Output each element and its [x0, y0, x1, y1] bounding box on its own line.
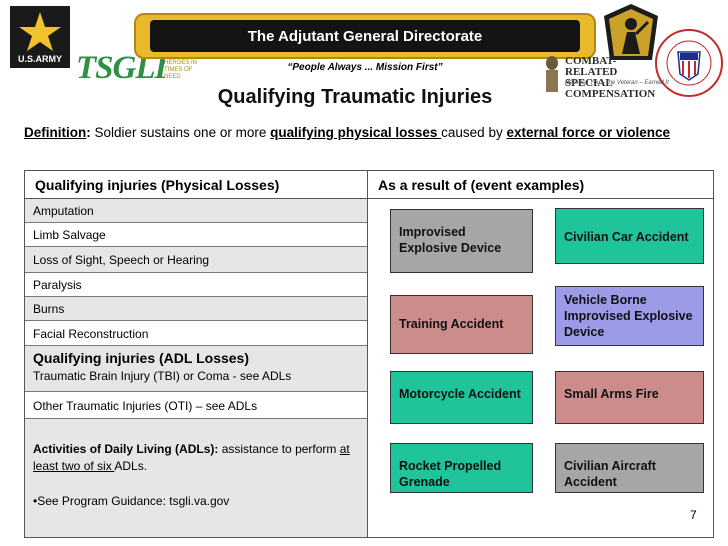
adl-note: Activities of Daily Living (ADLs): assis…	[33, 441, 367, 475]
soldier-shield-logo	[600, 2, 662, 64]
adl-losses-header: Qualifying injuries (ADL Losses)	[33, 350, 250, 366]
definition-text: Definition: Soldier sustains one or more…	[24, 123, 714, 143]
event-vbied: Vehicle Borne Improvised Explosive Devic…	[555, 286, 704, 346]
event-small-arms-fire: Small Arms Fire	[555, 371, 704, 424]
adl-note-block: Activities of Daily Living (ADLs): assis…	[25, 419, 367, 537]
adjutant-general-seal	[654, 20, 724, 106]
definition-part-2: caused by	[441, 125, 507, 140]
adl-note-emphasis: at least two of six	[33, 442, 350, 473]
physical-loss-row: Limb Salvage	[25, 223, 367, 247]
page-number: 7	[690, 508, 697, 522]
army-logo-text: U.S.ARMY	[17, 54, 62, 64]
definition-label: Definition	[24, 125, 87, 140]
event-civilian-aircraft-accident: Civilian Aircraft Accident	[555, 443, 704, 493]
event-examples-header: As a result of (event examples)	[368, 171, 713, 199]
banner-title: The Adjutant General Directorate	[247, 28, 483, 45]
definition-emphasis-2: external force or violence	[506, 125, 671, 140]
event-ied: Improvised Explosive Device	[390, 209, 533, 273]
adl-loss-item: Traumatic Brain Injury (TBI) or Coma - s…	[33, 369, 292, 383]
losses-column: Amputation Limb Salvage Loss of Sight, S…	[25, 199, 368, 537]
us-army-logo: U.S.ARMY	[10, 6, 70, 68]
banner-bar	[150, 20, 580, 52]
adl-losses-block: Qualifying injuries (ADL Losses) Traumat…	[25, 346, 367, 392]
event-motorcycle-accident: Motorcycle Accident	[390, 371, 533, 424]
physical-loss-row: Burns	[25, 297, 367, 321]
physical-loss-row: Loss of Sight, Speech or Hearing	[25, 247, 367, 273]
physical-loss-row: Paralysis	[25, 273, 367, 297]
crsc-logo: COMBAT-RELATED SPECIAL COMPENSATION Beca…	[541, 52, 669, 100]
adl-note-label: Activities of Daily Living (ADLs):	[33, 442, 219, 456]
physical-loss-row: Amputation	[25, 199, 367, 223]
page-title: Qualifying Traumatic Injuries	[217, 86, 493, 108]
event-civilian-car-accident: Civilian Car Accident	[555, 208, 704, 264]
physical-losses-header: Qualifying injuries (Physical Losses)	[25, 171, 368, 199]
adl-loss-item: Other Traumatic Injuries (OTI) – see ADL…	[25, 392, 367, 419]
program-guidance: •See Program Guidance: tsgli.va.gov	[33, 494, 230, 508]
definition-colon: :	[86, 125, 91, 140]
event-rpg: Rocket Propelled Grenade	[390, 443, 533, 493]
injury-table: Qualifying injuries (Physical Losses) As…	[24, 170, 714, 538]
event-training-accident: Training Accident	[390, 295, 533, 354]
definition-emphasis-1: qualifying physical losses	[270, 125, 442, 140]
tagline: “People Always ... Mission First”	[287, 62, 443, 73]
crsc-tagline: Because You – the Veteran – Earned It	[565, 80, 669, 86]
physical-loss-row: Facial Reconstruction	[25, 321, 367, 346]
adl-note-part-1: assistance to perform	[218, 442, 340, 456]
adl-note-part-2: ADLs.	[114, 459, 148, 473]
crsc-wordmark: COMBAT-RELATED SPECIAL COMPENSATION	[565, 55, 656, 100]
definition-part-1: Soldier sustains one or more	[90, 125, 271, 140]
